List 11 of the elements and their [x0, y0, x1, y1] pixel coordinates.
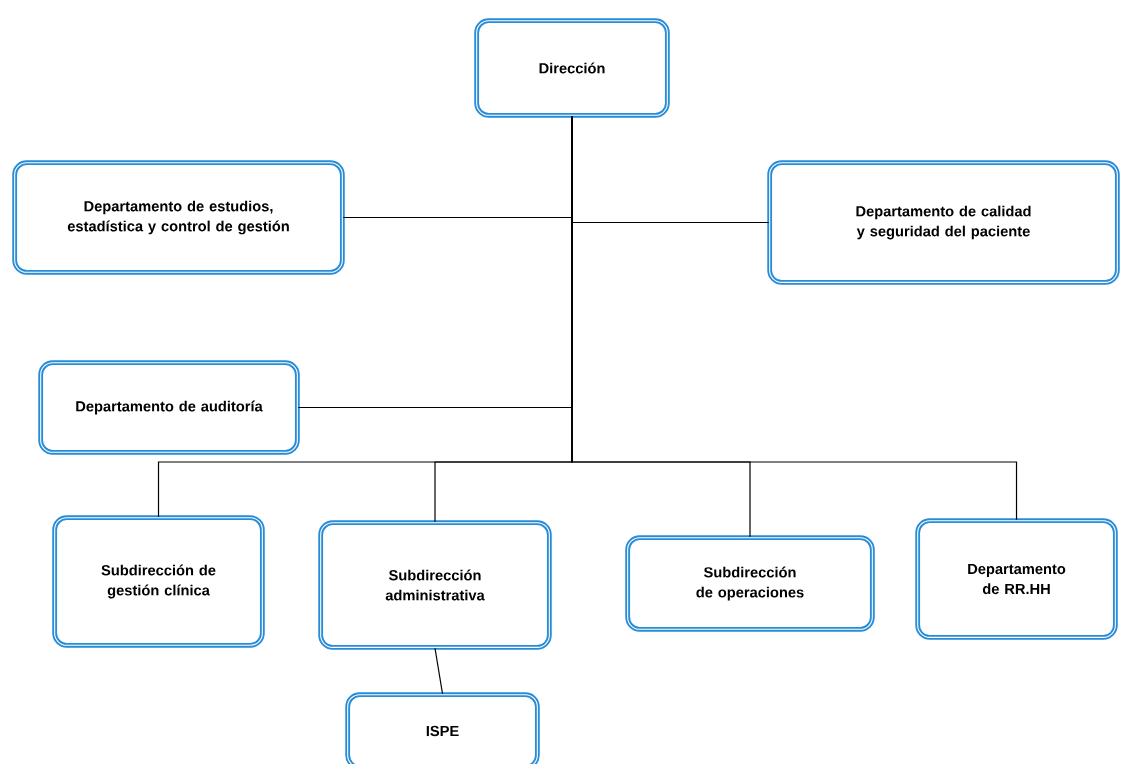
- org-box: Departamento de calidad y seguridad del paciente: [767, 160, 1120, 285]
- org-box: Dirección: [474, 18, 670, 118]
- org-box: Subdirección de operaciones: [625, 535, 875, 632]
- connector-line: [571, 115, 1018, 521]
- org-box: Subdirección de gestión clínica: [52, 515, 265, 648]
- org-box: Departamento de estudios, estadística y control de gestión: [12, 160, 345, 275]
- org-box: ISPE: [345, 692, 540, 764]
- org-box: Subdirección administrativa: [318, 520, 552, 650]
- org-box: Departamento de RR.HH: [915, 518, 1118, 640]
- org-box: Departamento de auditoría: [38, 360, 300, 455]
- connector-line: [434, 647, 444, 695]
